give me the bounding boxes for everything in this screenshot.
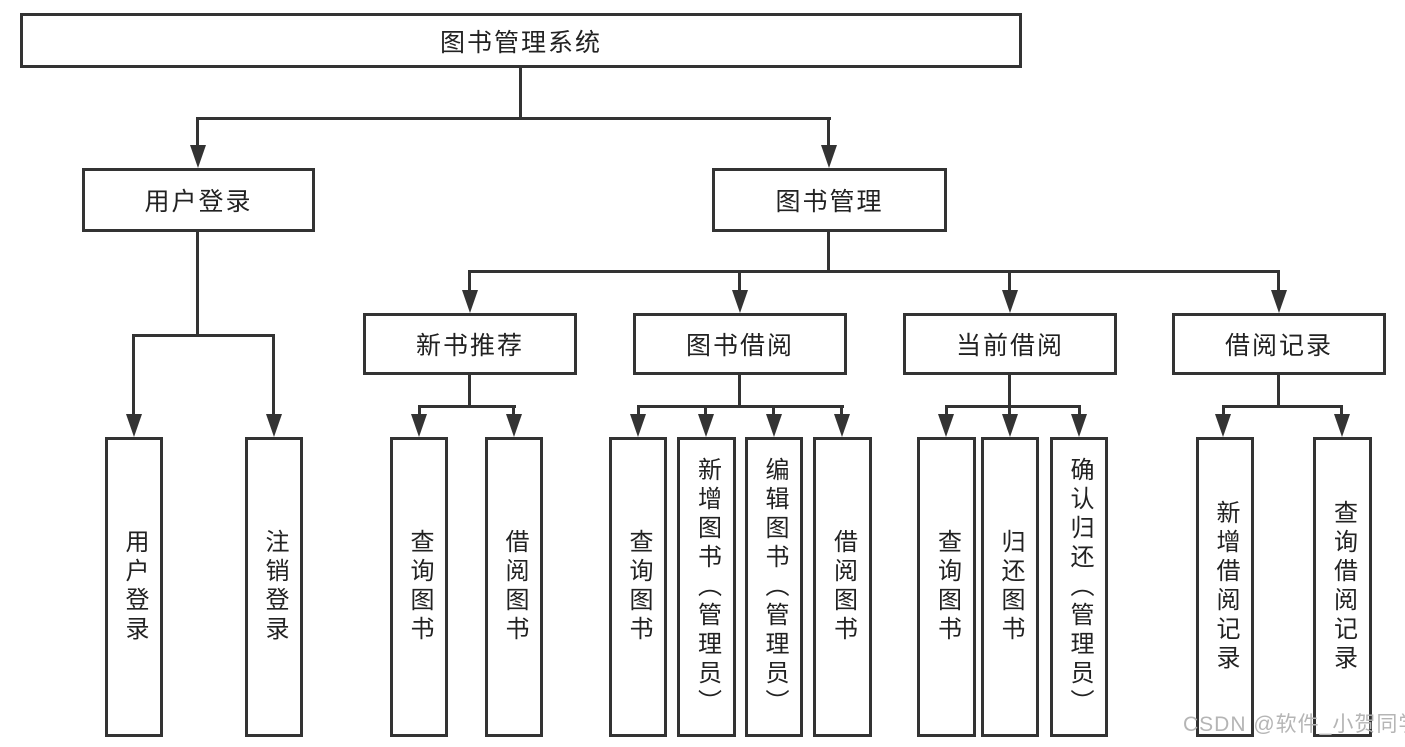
- leaf-newbook-query-book: 查询图书: [390, 437, 448, 737]
- node-book-management: 图书管理: [712, 168, 947, 232]
- arrow-down-icon: [630, 414, 646, 437]
- arrow-down-icon: [732, 290, 748, 313]
- node-borrow-records: 借阅记录: [1172, 313, 1386, 375]
- connector-to-leaf: [772, 405, 775, 418]
- node-user-login: 用户登录: [82, 168, 315, 232]
- connector-to-leaf: [637, 405, 640, 418]
- leaf-borrow-borrow-book: 借阅图书: [813, 437, 872, 737]
- connector-records-stem: [1277, 375, 1280, 407]
- connector-to-leaf: [132, 334, 135, 418]
- leaf-label: 归还图书: [997, 529, 1024, 645]
- connector-user-login-stem: [196, 232, 199, 336]
- connector-borrow-stem: [738, 375, 741, 407]
- leaf-borrow-query-book: 查询图书: [609, 437, 667, 737]
- node-book-borrow: 图书借阅: [633, 313, 847, 375]
- leaf-label: 新增图书（管理员）: [693, 456, 721, 718]
- arrow-down-icon: [190, 145, 206, 168]
- connector-to-current: [1008, 270, 1011, 293]
- connector-to-borrow: [738, 270, 741, 293]
- connector-to-leaf: [704, 405, 707, 418]
- leaf-current-return-book: 归还图书: [981, 437, 1039, 737]
- arrow-down-icon: [506, 414, 522, 437]
- arrow-down-icon: [938, 414, 954, 437]
- arrow-down-icon: [266, 414, 282, 437]
- connector-to-leaf: [418, 405, 421, 418]
- connector-newbook-stem: [468, 375, 471, 407]
- connector-records-split: [1222, 405, 1343, 408]
- leaf-label: 借阅图书: [829, 529, 857, 645]
- connector-to-user-login: [196, 117, 199, 148]
- connector-to-leaf: [1008, 405, 1011, 418]
- leaf-label: 编辑图书（管理员）: [761, 456, 788, 718]
- connector-to-leaf: [945, 405, 948, 418]
- connector-to-leaf: [1078, 405, 1081, 418]
- connector-current-split: [945, 405, 1081, 408]
- arrow-down-icon: [411, 414, 427, 437]
- leaf-label: 查询图书: [933, 529, 961, 645]
- leaf-label: 查询借阅记录: [1329, 500, 1357, 674]
- arrow-down-icon: [126, 414, 142, 437]
- connector-book-mgmt-stem: [827, 232, 830, 272]
- leaf-label: 确认归还（管理员）: [1066, 456, 1093, 718]
- leaf-newbook-borrow-book: 借阅图书: [485, 437, 543, 737]
- connector-to-newbook: [468, 270, 471, 293]
- node-root-system: 图书管理系统: [20, 13, 1022, 68]
- connector-borrow-split: [637, 405, 844, 408]
- connector-to-leaf: [272, 334, 275, 418]
- arrow-down-icon: [1002, 290, 1018, 313]
- arrow-down-icon: [462, 290, 478, 313]
- connector-to-book-mgmt: [827, 117, 830, 148]
- leaf-records-add-record: 新增借阅记录: [1196, 437, 1254, 737]
- leaf-records-query-record: 查询借阅记录: [1313, 437, 1372, 737]
- connector-root-split: [196, 117, 831, 120]
- leaf-current-query-book: 查询图书: [917, 437, 976, 737]
- leaf-label: 查询图书: [406, 529, 433, 645]
- connector-to-leaf: [512, 405, 515, 418]
- connector-current-stem: [1008, 375, 1011, 407]
- connector-to-leaf: [1340, 405, 1343, 418]
- arrow-down-icon: [1334, 414, 1350, 437]
- arrow-down-icon: [1002, 414, 1018, 437]
- leaf-label: 查询图书: [625, 529, 652, 645]
- leaf-logout: 注销登录: [245, 437, 303, 737]
- leaf-label: 借阅图书: [501, 529, 528, 645]
- leaf-label: 用户登录: [121, 529, 148, 645]
- connector-newbook-split: [418, 405, 516, 408]
- node-current-borrow: 当前借阅: [903, 313, 1117, 375]
- arrow-down-icon: [821, 145, 837, 168]
- arrow-down-icon: [1071, 414, 1087, 437]
- leaf-label: 新增借阅记录: [1212, 500, 1239, 674]
- node-new-book-recommend: 新书推荐: [363, 313, 577, 375]
- connector-root-stem: [519, 66, 522, 119]
- arrow-down-icon: [698, 414, 714, 437]
- arrow-down-icon: [834, 414, 850, 437]
- leaf-borrow-edit-book-admin: 编辑图书（管理员）: [745, 437, 803, 737]
- connector-to-leaf: [840, 405, 843, 418]
- connector-book-mgmt-split: [468, 270, 1279, 273]
- connector-user-login-split: [132, 334, 275, 337]
- leaf-label: 注销登录: [261, 529, 288, 645]
- leaf-borrow-add-book-admin: 新增图书（管理员）: [677, 437, 736, 737]
- arrow-down-icon: [1215, 414, 1231, 437]
- leaf-current-confirm-return-admin: 确认归还（管理员）: [1050, 437, 1108, 737]
- leaf-user-login: 用户登录: [105, 437, 163, 737]
- arrow-down-icon: [1271, 290, 1287, 313]
- connector-to-records: [1277, 270, 1280, 293]
- csdn-watermark: CSDN @软件_小贺同学: [1183, 713, 1405, 736]
- arrow-down-icon: [766, 414, 782, 437]
- connector-to-leaf: [1222, 405, 1225, 418]
